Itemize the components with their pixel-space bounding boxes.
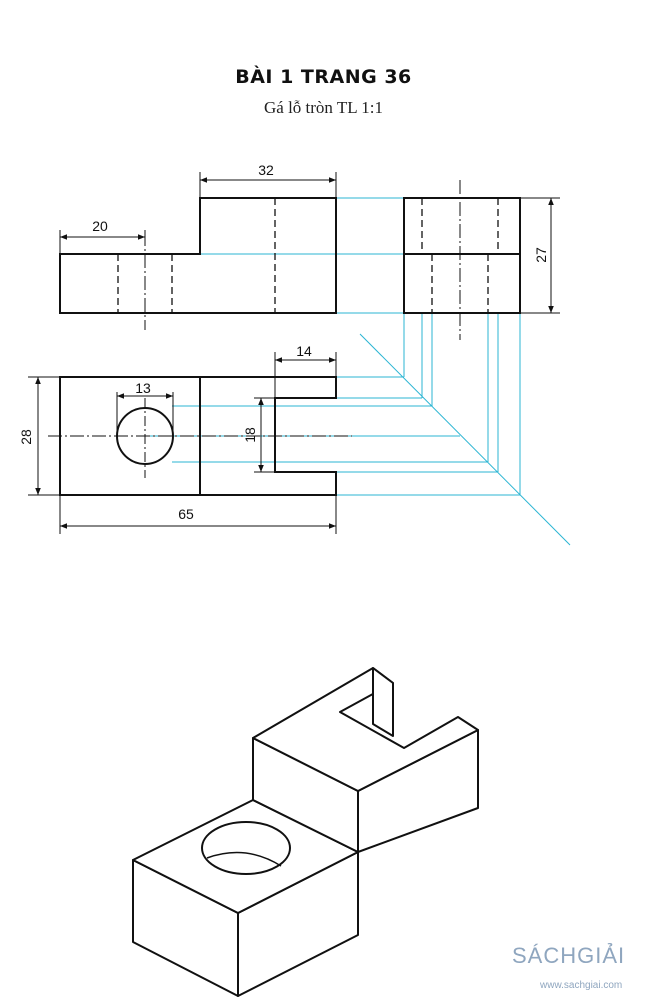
dimension-65: 65	[178, 506, 194, 522]
dimension-13: 13	[135, 380, 151, 396]
page-subtitle: Gá lỗ tròn TL 1:1	[264, 98, 383, 117]
dimension-27: 27	[533, 247, 549, 263]
side-view	[403, 180, 521, 340]
page-title: BÀI 1 TRANG 36	[235, 66, 412, 88]
dimension-18: 18	[242, 427, 258, 443]
dimension-14: 14	[296, 343, 312, 359]
dimension-20: 20	[92, 218, 108, 234]
dimension-32: 32	[258, 162, 274, 178]
isometric-view	[132, 667, 479, 997]
projection-lines	[145, 197, 571, 546]
dimension-28: 28	[18, 429, 34, 445]
dimension-lines	[28, 172, 560, 534]
watermark-url: www.sachgiai.com	[540, 980, 623, 991]
watermark-brand: SÁCHGIẢI	[512, 943, 626, 968]
